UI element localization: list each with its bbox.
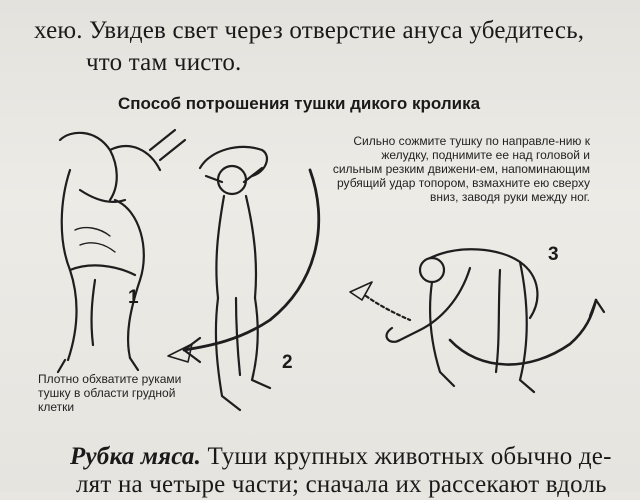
section-heading-italic: Рубка мяса. bbox=[70, 443, 202, 470]
body-text-line-3: Рубка мяса. Туши крупных животных обычно… bbox=[70, 442, 612, 472]
figure-note-left: Плотно обхватите руками тушку в области … bbox=[38, 372, 182, 414]
figure-2-man-swing bbox=[167, 145, 321, 412]
section-text: Туши крупных животных обычно де- bbox=[201, 443, 612, 470]
step-number-2: 2 bbox=[282, 352, 293, 373]
body-text-line-4: лят на четыре части; сначала их рассекаю… bbox=[76, 471, 607, 498]
figure-1-hands-rabbit bbox=[56, 128, 187, 374]
body-text-line-1: хею. Увидев свет через отверстие ануса у… bbox=[34, 17, 585, 44]
body-text-line-2: что там чисто. bbox=[86, 49, 242, 76]
figure-title: Способ потрошения тушки дикого кролика bbox=[118, 94, 481, 113]
step-number-1: 1 bbox=[128, 287, 139, 308]
figure-note-right: Сильно сожмите тушку по направле-нию к ж… bbox=[332, 134, 590, 204]
figure-3-man-bent bbox=[349, 248, 606, 394]
step-number-3: 3 bbox=[548, 244, 559, 265]
